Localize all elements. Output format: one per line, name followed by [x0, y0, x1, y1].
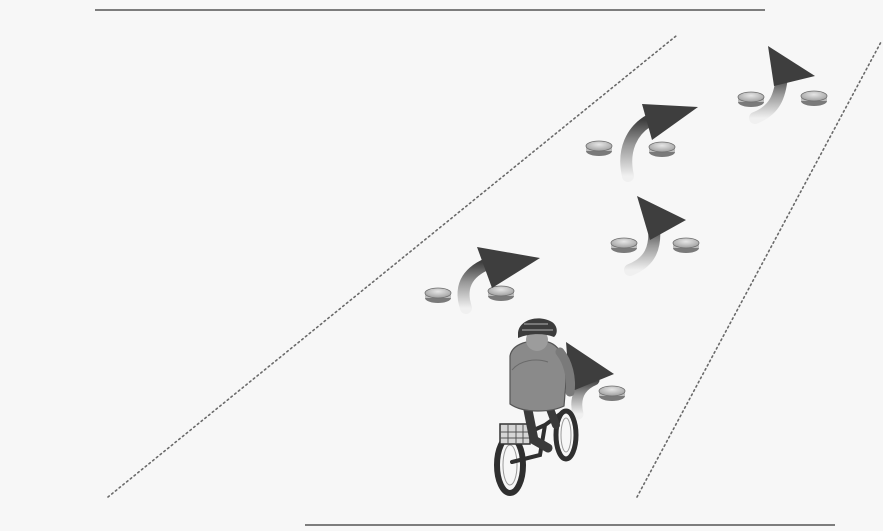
turn-arrow-icon: [457, 247, 540, 314]
cone-marker-icon: [648, 141, 676, 157]
right-lane-boundary: [636, 41, 882, 498]
marker-pair-4: [424, 285, 515, 303]
turn-arrow-icon: [566, 342, 614, 420]
turn-arrow-icon: [620, 104, 698, 182]
turn-arrow-icon: [749, 46, 815, 124]
cone-marker-icon: [424, 287, 452, 303]
cyclist-icon: [494, 318, 579, 496]
cone-marker-icon: [487, 285, 515, 301]
marker-pair-3: [610, 237, 700, 253]
marker-pair-2: [585, 140, 676, 157]
turn-arrow-icon: [624, 196, 686, 276]
helmet-icon: [518, 318, 557, 338]
cone-marker-icon: [800, 90, 828, 106]
cone-marker-icon: [610, 237, 638, 253]
basket-icon: [499, 423, 531, 445]
cone-marker-icon: [737, 91, 765, 107]
left-lane-boundary: [107, 35, 677, 498]
cone-marker-icon: [585, 140, 613, 156]
marker-pair-5: [598, 385, 626, 401]
cone-marker-icon: [598, 385, 626, 401]
marker-pair-1: [737, 90, 828, 107]
cone-marker-icon: [672, 237, 700, 253]
